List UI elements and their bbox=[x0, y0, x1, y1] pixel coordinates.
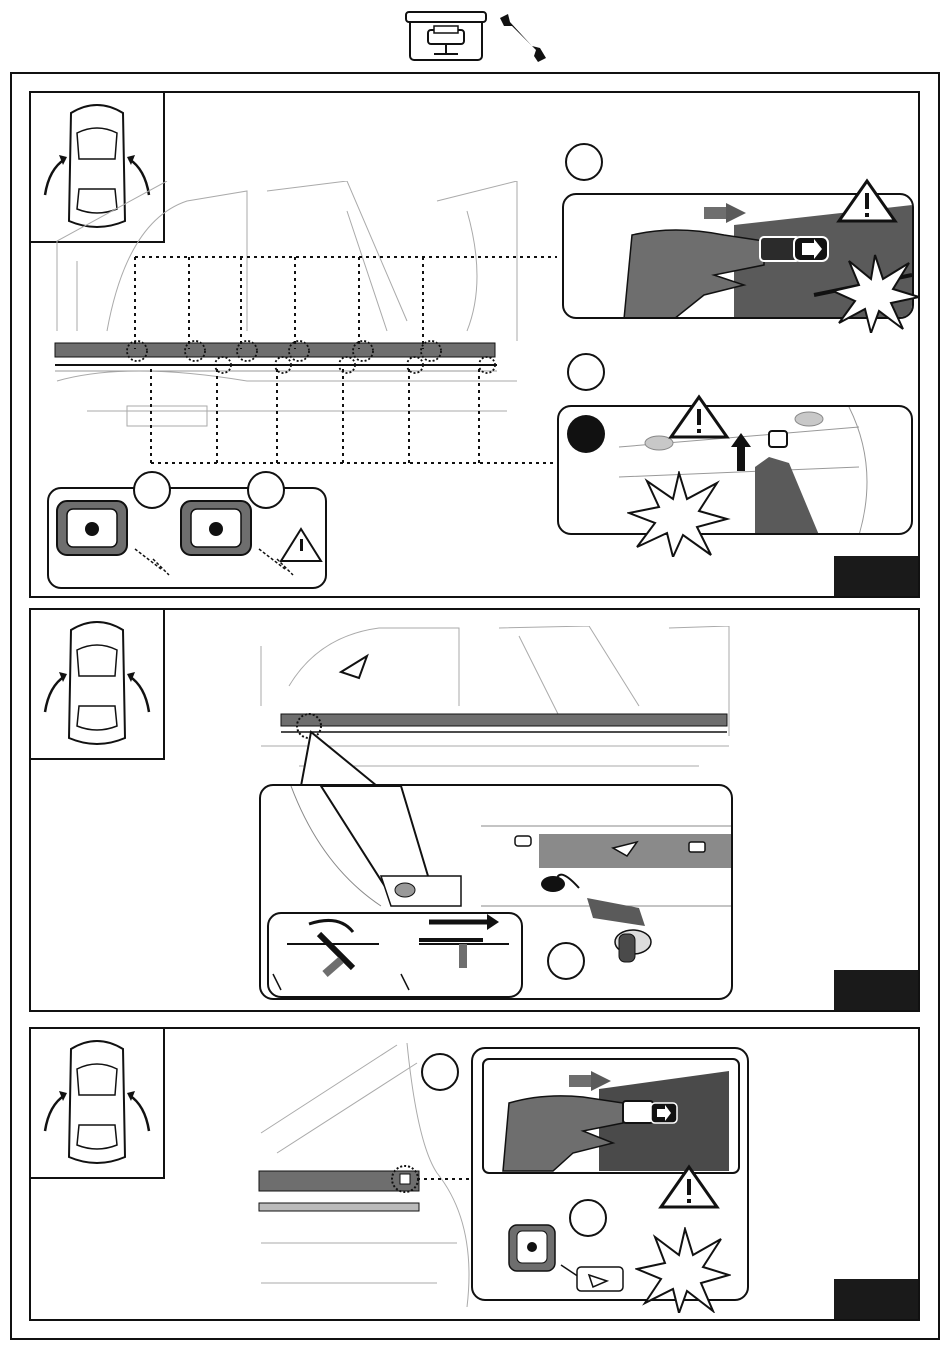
warning-icon bbox=[667, 393, 731, 441]
burst-icon bbox=[831, 253, 920, 333]
warning-icon bbox=[657, 1163, 721, 1211]
burst-icon bbox=[635, 1227, 731, 1313]
callout-clip-removal-steps bbox=[267, 912, 523, 998]
header-icons bbox=[404, 10, 548, 64]
step-circle bbox=[547, 942, 585, 980]
car-top-icon bbox=[31, 1029, 163, 1177]
step-circle-a bbox=[565, 143, 603, 181]
clip-detail-illustration bbox=[49, 489, 327, 589]
panel-1 bbox=[29, 91, 920, 598]
filled-circle-icon bbox=[565, 413, 607, 455]
pull-up-clip-illustration bbox=[559, 407, 913, 535]
guide-line bbox=[417, 1175, 477, 1185]
callout-clip-detail bbox=[47, 487, 327, 589]
callout-pointer bbox=[297, 730, 387, 790]
step-label-box bbox=[834, 970, 918, 1010]
callout-warning-pull-up bbox=[557, 405, 913, 535]
step-circle-c2 bbox=[247, 471, 285, 509]
wrench-icon bbox=[492, 10, 552, 64]
step-circle-a bbox=[421, 1053, 459, 1091]
step-label-box bbox=[834, 1279, 918, 1319]
warning-icon bbox=[835, 177, 899, 225]
step-circle-b bbox=[569, 1199, 607, 1237]
step-circle-c1 bbox=[133, 471, 171, 509]
burst-icon bbox=[627, 471, 731, 557]
panel-2 bbox=[29, 608, 920, 1012]
car-top-view-thumbnail bbox=[31, 1029, 165, 1179]
car-top-view-thumbnail bbox=[31, 610, 165, 760]
step-label-box bbox=[834, 556, 918, 596]
guide-lines bbox=[131, 253, 561, 473]
clip-removal-steps-illustration bbox=[269, 914, 523, 998]
car-top-icon bbox=[31, 610, 163, 758]
step-circle-b bbox=[567, 353, 605, 391]
panel-3 bbox=[29, 1027, 920, 1321]
